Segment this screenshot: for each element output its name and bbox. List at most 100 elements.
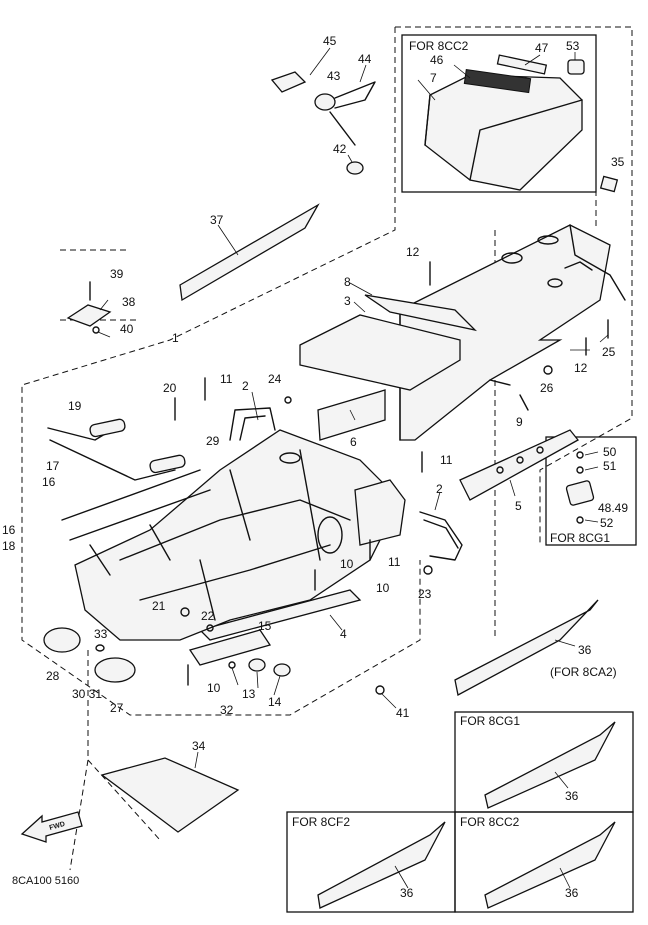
grip-17 [149,454,186,474]
side-moulding-36-8cf2 [317,821,446,909]
label-16a: 16 [42,475,56,489]
label-12b: 12 [574,361,588,375]
label-45: 45 [323,34,337,48]
box-8cg1-bottom-title: FOR 8CG1 [460,714,520,728]
bracket-5 [459,429,579,501]
side-moulding-36-8cg1 [484,721,616,809]
label-51: 51 [603,459,617,473]
label-11a: 11 [220,372,233,386]
switch-48-49 [565,480,595,506]
label-32: 32 [220,703,234,717]
box-8cc2-bottom-title: FOR 8CC2 [460,815,520,829]
seat-frame-3 [299,314,461,391]
boundary-right-column [494,150,597,640]
label-1: 1 [172,331,179,345]
label-22: 22 [201,609,215,623]
bushing-13 [248,658,266,672]
label-38: 38 [122,295,136,309]
clip-14 [273,663,291,677]
boundary-main [21,27,421,716]
label-11b: 11 [440,453,453,467]
label-14: 14 [268,695,282,709]
cap-53 [567,59,585,75]
front-arrow-label: FWD [49,821,66,832]
label-5: 5 [515,499,522,513]
boundary-bottom-left [69,650,161,871]
main-frame-1 [74,429,401,641]
label-30-31: 30 31 [72,687,102,701]
tube-2-right [419,511,463,561]
bracket-45 [270,71,307,93]
cover-8cc2 [424,74,583,191]
label-48-49: 48.49 [598,501,628,515]
label-36a: 36 [578,643,592,657]
side-moulding-36-8cc2 [484,821,616,909]
part-number-labels: 45 44 43 42 46 47 53 7 35 37 12 39 8 38 … [2,34,628,900]
diagram-code: 8CA100 5160 [12,875,79,887]
label-28: 28 [46,669,60,683]
label-33: 33 [94,627,108,641]
grip-19 [89,418,126,438]
label-2a: 2 [242,379,249,393]
knob-43 [314,93,336,111]
label-23: 23 [418,587,432,601]
label-12a: 12 [406,245,420,259]
label-42: 42 [333,142,347,156]
label-40: 40 [120,322,134,336]
label-41: 41 [396,706,410,720]
label-27: 27 [110,701,124,715]
cross-member-4 [198,589,362,641]
label-36d: 36 [565,886,579,900]
handle-29 [229,407,276,441]
label-19: 19 [68,399,82,413]
label-2b: 2 [436,482,443,496]
bracket-6 [317,389,386,441]
tube-frame-18 [61,469,211,576]
front-arrow-icon [20,811,83,843]
grille-8cc2 [463,69,532,94]
label-50: 50 [603,445,617,459]
bracket-right-frame [354,479,406,546]
strap-44 [334,81,376,109]
label-53: 53 [566,39,580,53]
label-10a: 10 [340,557,354,571]
label-3: 3 [344,294,351,308]
box-8cg1-side [545,436,637,546]
label-36b: 36 [565,789,579,803]
cover-8cc2-edge [424,94,583,181]
leader-lines [97,299,609,709]
label-18: 18 [2,539,16,553]
label-13: 13 [242,687,256,701]
label-36c: 36 [400,886,414,900]
label-26: 26 [540,381,554,395]
front-arrow: FWD [20,811,83,843]
label-8: 8 [344,275,351,289]
label-39: 39 [110,267,124,281]
side-moulding-36-8ca2 [454,599,599,696]
bracket-38 [66,304,112,327]
label-10b: 10 [376,581,390,595]
label-37: 37 [210,213,224,227]
label-7: 7 [430,71,437,85]
label-46: 46 [430,53,444,67]
box-8cc2-top-title: FOR 8CC2 [409,39,469,53]
bracket-bottom-left [188,629,272,666]
plate-47 [496,54,548,75]
fastener-group [174,261,609,695]
label-ca2-note: (FOR 8CA2) [550,665,617,679]
box-8cc2-bottom [454,811,634,913]
main-frame-1-detail [119,449,351,621]
label-47: 47 [535,41,549,55]
label-4: 4 [340,627,347,641]
cap-35 [599,175,619,193]
seat-rail-8 [364,294,478,332]
label-9: 9 [516,415,523,429]
mount-28 [43,627,81,653]
label-29: 29 [206,434,220,448]
mount-27 [94,657,136,683]
label-10c: 10 [207,681,221,695]
clip-42 [346,161,364,175]
box-8cc2-top [401,34,597,193]
label-25: 25 [602,345,616,359]
box-8cg1-side-title: FOR 8CG1 [550,531,610,545]
